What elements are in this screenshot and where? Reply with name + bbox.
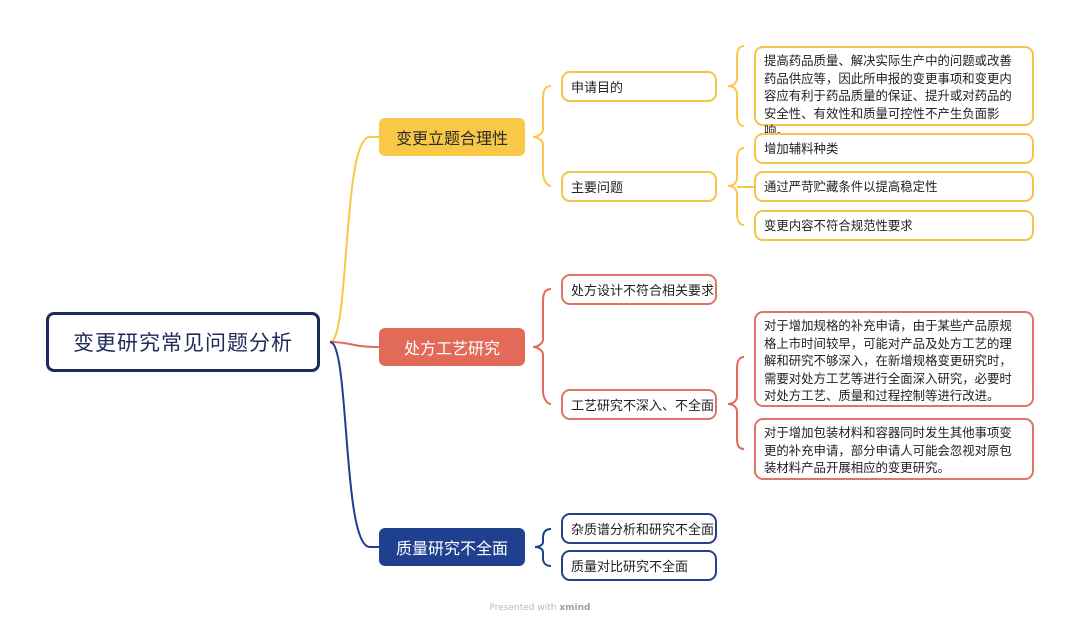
- bracket-sub-1-2: [727, 147, 745, 226]
- subtopic-label: 申请目的: [571, 81, 624, 96]
- subtopic-label: 处方设计不符合相关要求: [571, 284, 715, 299]
- branch-topic-2[interactable]: 处方工艺研究: [379, 328, 525, 366]
- bracket-branch-1: [532, 85, 552, 187]
- leaf-1-2-2[interactable]: 通过严苛贮藏条件以提高稳定性: [754, 171, 1034, 202]
- leaf-text: 提高药品质量、解决实际生产中的问题或改善药品供应等，因此所申报的变更事项和变更内…: [764, 53, 1012, 139]
- leaf-text: 增加辅料种类: [764, 140, 839, 156]
- connector-root-branch-2: [329, 341, 380, 348]
- connector-root-branch-3: [329, 341, 379, 548]
- leaf-1-2-3[interactable]: 变更内容不符合规范性要求: [754, 210, 1034, 241]
- subtopic-label: 工艺研究不深入、不全面: [571, 399, 715, 414]
- bracket-branch-2: [532, 288, 552, 405]
- branch-topic-label: 变更立题合理性: [395, 129, 508, 148]
- subtopic-1-1[interactable]: 申请目的: [561, 71, 717, 102]
- leaf-text: 对于增加规格的补充申请，由于某些产品原规格上市时间较早，可能对产品及处方工艺的理…: [764, 318, 1012, 404]
- subtopic-1-2[interactable]: 主要问题: [561, 171, 717, 202]
- subtopic-label: 主要问题: [571, 181, 624, 196]
- subtopic-3-2[interactable]: 质量对比研究不全面: [561, 550, 717, 581]
- subtopic-2-1[interactable]: 处方设计不符合相关要求: [561, 274, 717, 305]
- branch-topic-1[interactable]: 变更立题合理性: [379, 118, 525, 156]
- footer-prefix: Presented with: [489, 603, 557, 613]
- branch-topic-3[interactable]: 质量研究不全面: [379, 528, 525, 566]
- footer-brand: xmind: [559, 603, 591, 613]
- subtopic-3-1[interactable]: 杂质谱分析和研究不全面: [561, 513, 717, 544]
- leaf-text: 通过严苛贮藏条件以提高稳定性: [764, 178, 938, 194]
- bracket-branch-3: [534, 528, 552, 567]
- root-topic-label: 变更研究常见问题分析: [73, 331, 293, 355]
- bracket-sub-1-1: [727, 45, 745, 127]
- bracket-sub-2-2: [727, 356, 745, 450]
- leaf-2-2-2[interactable]: 对于增加包装材料和容器同时发生其他事项变更的补充申请，部分申请人可能会忽视对原包…: [754, 418, 1034, 480]
- subtopic-2-2[interactable]: 工艺研究不深入、不全面: [561, 389, 717, 420]
- leaf-2-2-1[interactable]: 对于增加规格的补充申请，由于某些产品原规格上市时间较早，可能对产品及处方工艺的理…: [754, 311, 1034, 407]
- root-topic[interactable]: 变更研究常见问题分析: [46, 312, 320, 372]
- subtopic-label: 质量对比研究不全面: [571, 560, 689, 575]
- branch-topic-label: 质量研究不全面: [395, 539, 508, 558]
- branch-topic-label: 处方工艺研究: [403, 339, 500, 358]
- connector-root-branch-1: [329, 136, 379, 343]
- subtopic-label: 杂质谱分析和研究不全面: [571, 523, 715, 538]
- leaf-text: 变更内容不符合规范性要求: [764, 217, 913, 233]
- leaf-1-2-1[interactable]: 增加辅料种类: [754, 133, 1034, 164]
- leaf-text: 对于增加包装材料和容器同时发生其他事项变更的补充申请，部分申请人可能会忽视对原包…: [764, 425, 1012, 476]
- watermark-footer: Presented with xmind: [0, 603, 1080, 613]
- leaf-1-1-1[interactable]: 提高药品质量、解决实际生产中的问题或改善药品供应等，因此所申报的变更事项和变更内…: [754, 46, 1034, 138]
